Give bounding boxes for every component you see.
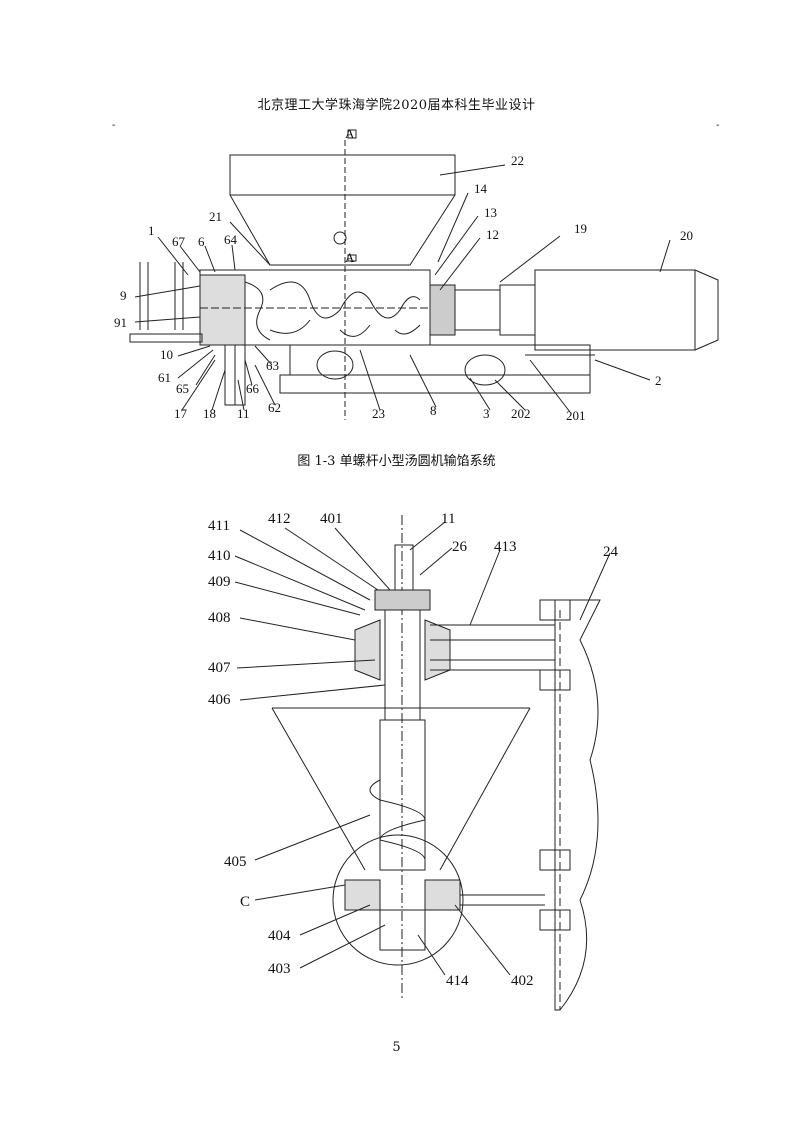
label-61: 61 (158, 370, 171, 385)
label-26: 26 (452, 539, 468, 555)
label-12: 12 (486, 227, 499, 242)
label-413: 413 (494, 539, 517, 555)
label-91: 91 (114, 315, 127, 330)
label-408: 408 (208, 610, 231, 626)
label-401: 401 (320, 511, 343, 527)
label-66: 66 (246, 381, 260, 396)
label-407: 407 (208, 660, 231, 676)
label-65: 65 (176, 381, 189, 396)
page-number: 5 (392, 1040, 401, 1055)
label-402: 402 (511, 973, 534, 989)
label-11-b: 11 (441, 511, 455, 527)
label-2: 2 (655, 373, 662, 388)
section-mark-top: A (345, 126, 355, 141)
label-8: 8 (430, 403, 437, 418)
label-24: 24 (603, 544, 619, 560)
label-202: 202 (511, 406, 531, 421)
label-405: 405 (224, 854, 247, 870)
section-mark-mid: A (345, 250, 355, 265)
figure-caption: 图 1-3 单螺杆小型汤圆机输馅系统 (297, 454, 496, 469)
label-201: 201 (566, 408, 586, 423)
label-23: 23 (372, 406, 385, 421)
label-403: 403 (268, 961, 291, 977)
page-header: 北京理工大学珠海学院2020届本科生毕业设计 (257, 98, 536, 113)
label-19: 19 (574, 221, 587, 236)
label-22: 22 (511, 153, 524, 168)
label-404: 404 (268, 928, 291, 944)
label-17: 17 (174, 406, 188, 421)
hopper-shape (229, 154, 456, 266)
label-62: 62 (268, 400, 281, 415)
label-1: 1 (148, 223, 155, 238)
label-414: 414 (446, 973, 469, 989)
label-410: 410 (208, 548, 231, 564)
label-406: 406 (208, 692, 231, 708)
label-6: 6 (198, 234, 205, 249)
label-411: 411 (208, 518, 230, 534)
label-11: 11 (237, 406, 250, 421)
figure-2-drawing (234, 515, 611, 1011)
label-C: C (240, 894, 250, 910)
figure-2-labels: 411 412 401 11 26 413 24 410 409 408 407… (208, 511, 619, 989)
label-409: 409 (208, 574, 231, 590)
label-20: 20 (680, 228, 693, 243)
label-64: 64 (224, 232, 238, 247)
label-412: 412 (268, 511, 291, 527)
figure-1-labels: A A 22 14 13 12 19 20 21 1 67 6 64 9 91 … (114, 126, 693, 423)
label-13: 13 (484, 205, 497, 220)
label-10: 10 (160, 347, 173, 362)
label-63: 63 (266, 358, 279, 373)
label-9: 9 (120, 288, 127, 303)
label-14: 14 (474, 181, 488, 196)
label-3: 3 (483, 406, 490, 421)
label-18: 18 (203, 406, 216, 421)
header-left-mark: - (112, 120, 116, 131)
label-21: 21 (209, 209, 222, 224)
header-right-mark: - (716, 120, 720, 131)
label-67: 67 (172, 234, 186, 249)
